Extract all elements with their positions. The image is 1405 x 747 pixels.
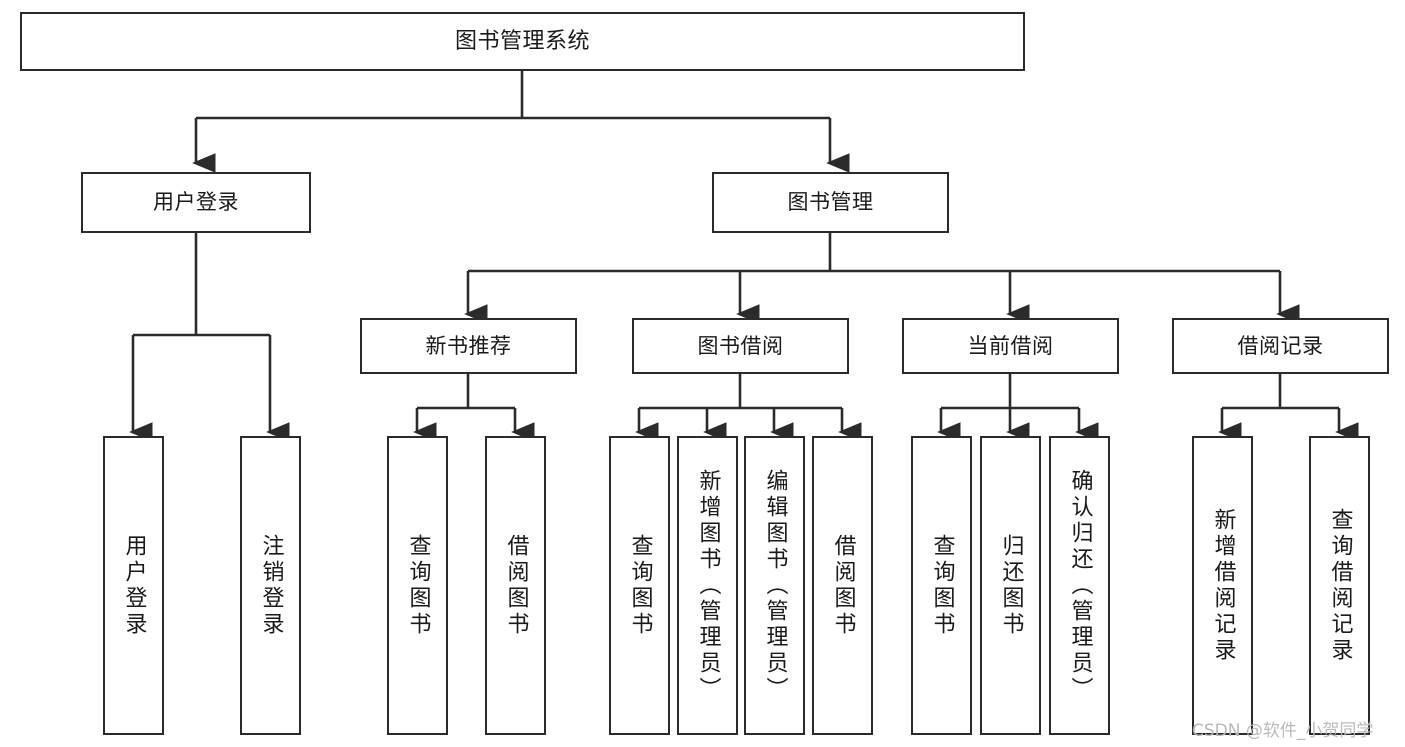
leaf-borrow-edit-book-admin[interactable]: 编辑图书（管理员） — [744, 436, 805, 735]
node-label: 查询图书 — [929, 533, 955, 638]
node-label: 借阅图书 — [503, 533, 529, 638]
node-label: 归还图书 — [998, 533, 1024, 638]
leaf-current-return-book[interactable]: 归还图书 — [980, 436, 1041, 735]
leaf-record-query-record[interactable]: 查询借阅记录 — [1309, 436, 1370, 735]
node-label: 新增借阅记录 — [1210, 507, 1236, 664]
node-borrowing-records[interactable]: 借阅记录 — [1172, 318, 1389, 374]
node-book-borrowing[interactable]: 图书借阅 — [632, 318, 849, 374]
leaf-new-book-query-book[interactable]: 查询图书 — [387, 436, 448, 735]
node-label: 注销登录 — [258, 533, 284, 638]
node-root-book-management-system[interactable]: 图书管理系统 — [20, 12, 1025, 71]
node-label: 查询图书 — [627, 533, 653, 638]
node-current-borrowing[interactable]: 当前借阅 — [902, 318, 1119, 374]
node-book-management[interactable]: 图书管理 — [712, 172, 949, 233]
leaf-borrow-borrow-book[interactable]: 借阅图书 — [812, 436, 873, 735]
leaf-borrow-query-book[interactable]: 查询图书 — [609, 436, 670, 735]
leaf-borrow-add-book-admin[interactable]: 新增图书（管理员） — [677, 436, 738, 735]
node-label: 借阅记录 — [1237, 333, 1324, 358]
node-label: 图书借阅 — [697, 333, 784, 358]
node-label: 图书管理 — [787, 190, 874, 215]
leaf-current-confirm-return-admin[interactable]: 确认归还（管理员） — [1049, 436, 1110, 735]
node-label: 新书推荐 — [425, 333, 512, 358]
leaf-current-query-book[interactable]: 查询图书 — [911, 436, 972, 735]
node-label: 编辑图书（管理员） — [762, 468, 788, 703]
node-new-book-recommendation[interactable]: 新书推荐 — [360, 318, 577, 374]
leaf-user-login-signout[interactable]: 注销登录 — [240, 436, 301, 735]
leaf-new-book-borrow-book[interactable]: 借阅图书 — [485, 436, 546, 735]
node-label: 确认归还（管理员） — [1067, 468, 1093, 703]
node-label: 图书管理系统 — [454, 28, 590, 54]
node-label: 当前借阅 — [967, 333, 1054, 358]
node-label: 借阅图书 — [830, 533, 856, 638]
node-label: 用户登录 — [153, 190, 239, 215]
node-label: 查询图书 — [405, 533, 431, 638]
leaf-record-add-record[interactable]: 新增借阅记录 — [1192, 436, 1253, 735]
node-label: 新增图书（管理员） — [695, 468, 721, 703]
node-label: 查询借阅记录 — [1327, 507, 1353, 664]
leaf-user-login-signin[interactable]: 用户登录 — [103, 436, 164, 735]
node-label: 用户登录 — [121, 533, 147, 638]
csdn-watermark: CSDN @软件_小贺同学 — [1192, 721, 1374, 741]
node-user-login[interactable]: 用户登录 — [81, 172, 311, 233]
